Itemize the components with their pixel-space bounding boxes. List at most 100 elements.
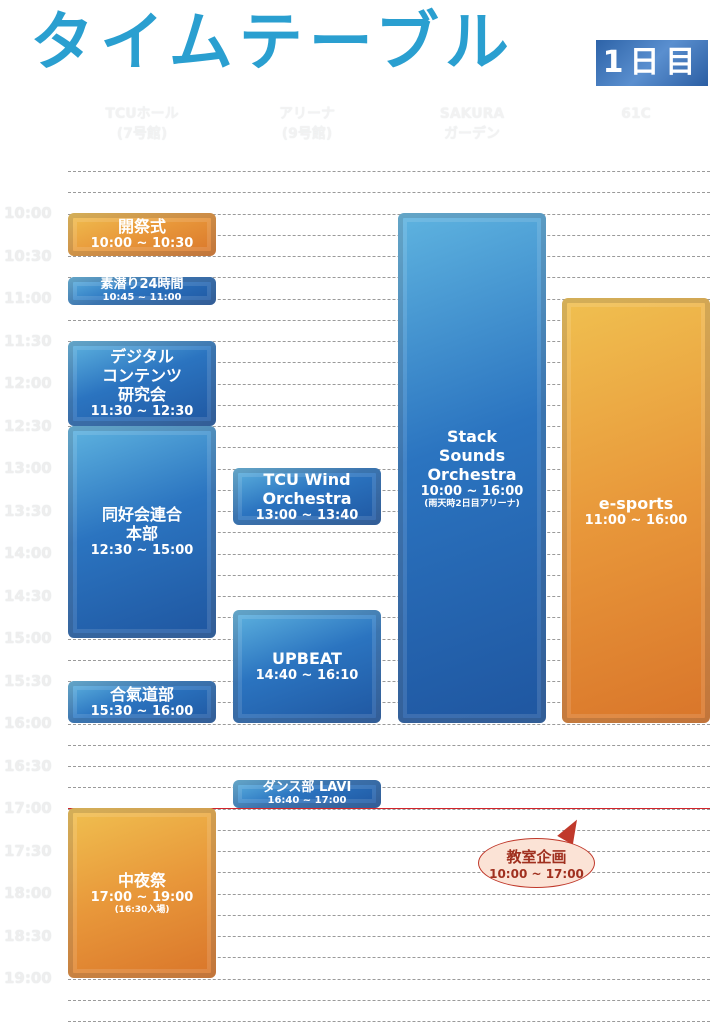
event-time: 17:00 ~ 19:00 <box>90 889 194 905</box>
grid-line <box>68 957 710 959</box>
grid-line <box>68 341 710 342</box>
grid-line <box>68 638 710 640</box>
event-name: 合氣道部 <box>109 684 174 704</box>
bubble-name: 教室企画 <box>506 847 567 866</box>
grid-line <box>68 744 710 746</box>
event-name: 同好会連合 本部 <box>101 505 182 544</box>
grid-line <box>68 489 710 491</box>
time-label: 16:30 <box>4 756 52 775</box>
event-time: 11:30 ~ 12:30 <box>90 404 194 419</box>
day-badge: 1日目 <box>596 40 708 86</box>
time-label: 12:30 <box>4 416 52 435</box>
time-label: 10:30 <box>4 246 52 265</box>
grid-line <box>68 426 710 427</box>
event-time: 13:00 ~ 13:40 <box>255 507 359 523</box>
time-label: 18:30 <box>4 926 52 945</box>
event-time: 16:40 ~ 17:00 <box>267 795 347 807</box>
grid-line <box>68 553 710 555</box>
grid-line <box>68 999 710 1001</box>
event-name: 素潜り24時間 <box>100 277 184 293</box>
grid-line <box>68 171 710 172</box>
event-name: UPBEAT <box>272 649 342 669</box>
time-label: 16:00 <box>4 714 52 732</box>
grid-line <box>68 192 710 194</box>
grid-line <box>68 702 710 704</box>
grid-line <box>68 914 710 916</box>
grid-line <box>68 808 710 810</box>
grid-line <box>68 681 710 682</box>
time-label: 12:00 <box>4 374 52 392</box>
grid-line <box>68 256 710 257</box>
event-name: e-sports <box>598 493 674 513</box>
event-name: Stack Sounds Orchestra <box>427 426 517 484</box>
time-label: 15:30 <box>4 671 52 690</box>
time-label: 17:30 <box>4 841 52 860</box>
grid-line <box>68 511 710 512</box>
grid-line <box>68 936 710 937</box>
event-name: TCU Wind Orchestra <box>262 469 352 508</box>
grid-line <box>68 574 710 576</box>
venue-name: TCUホール <box>105 106 179 122</box>
grid-line <box>68 978 710 980</box>
grid-line <box>68 319 710 321</box>
grid-line <box>68 1021 710 1022</box>
grid-line <box>68 532 710 534</box>
venue-header: 61C <box>562 104 710 124</box>
event-name: 開祭式 <box>117 217 166 237</box>
event-note: (16:30入場) <box>114 904 170 915</box>
grid-line <box>68 766 710 767</box>
event-time: 10:00 ~ 10:30 <box>90 236 194 252</box>
venue-name: アリーナ <box>279 106 335 122</box>
grid-line <box>68 298 710 300</box>
time-label: 17:00 <box>4 799 52 817</box>
venue-name: 61C <box>621 106 651 122</box>
time-label: 14:30 <box>4 586 52 605</box>
event-time: 12:30 ~ 15:00 <box>90 543 194 559</box>
venue-header: アリーナ(9号館) <box>233 104 381 144</box>
event-name: 中夜祭 <box>117 870 166 890</box>
grid-line <box>68 893 710 895</box>
time-label: 14:00 <box>4 544 52 562</box>
grid-line <box>68 617 710 619</box>
grid-line <box>68 277 710 279</box>
venue-header: TCUホール(7号館) <box>68 104 216 144</box>
grid-line <box>68 234 710 236</box>
venue-name: SAKURA <box>439 106 505 122</box>
event-time: 15:30 ~ 16:00 <box>90 703 194 719</box>
event-time: 10:45 ~ 11:00 <box>102 292 182 304</box>
time-label: 13:30 <box>4 501 52 520</box>
time-label: 18:00 <box>4 884 52 902</box>
event-note: (雨天時2日目アリーナ) <box>424 498 520 509</box>
time-label: 13:00 <box>4 459 52 477</box>
grid-line <box>68 659 710 661</box>
event-name: デジタル コンテンツ 研究会 <box>101 347 182 404</box>
time-label: 10:00 <box>4 204 52 222</box>
time-label: 11:30 <box>4 331 52 350</box>
time-label: 19:00 <box>4 969 52 987</box>
event-time: 14:40 ~ 16:10 <box>255 668 359 684</box>
grid-line <box>68 787 710 789</box>
grid-line <box>68 851 710 852</box>
grid-line <box>68 596 710 597</box>
grid-line <box>68 383 710 385</box>
time-label: 11:00 <box>4 289 52 307</box>
event-name: ダンス部 LAVI <box>262 780 352 796</box>
grid-line <box>68 362 710 364</box>
bubble-time: 10:00 ~ 17:00 <box>489 866 584 881</box>
classroom-event-bubble[interactable]: 教室企画 10:00 ~ 17:00 <box>478 838 595 888</box>
grid-line <box>68 829 710 831</box>
grid-line <box>68 447 710 449</box>
